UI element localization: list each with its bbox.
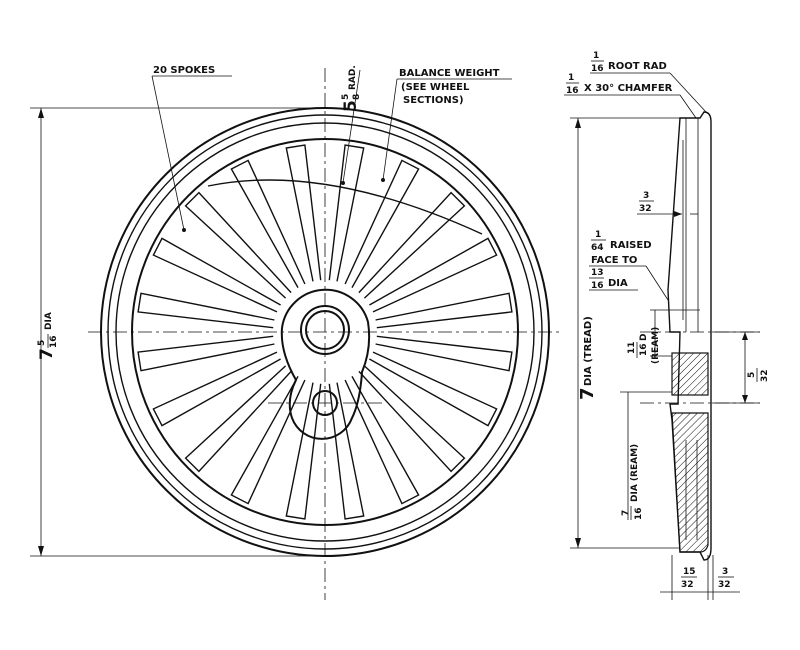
section-profile <box>667 111 712 561</box>
tread-circle <box>115 122 535 542</box>
spoke <box>152 351 281 427</box>
spokes-group <box>137 144 513 520</box>
f532-den: 32 <box>760 369 770 382</box>
f332b-den: 32 <box>718 580 731 590</box>
overall-dia-num: 5 <box>37 340 47 346</box>
flange-inner-circle <box>107 114 543 550</box>
f532-num: 5 <box>747 372 757 378</box>
spoke <box>375 335 513 372</box>
axle-bore-outer <box>300 305 350 355</box>
axle-bore-inner <box>305 310 345 350</box>
bore-den: 16 <box>639 343 649 356</box>
balance-weight-line2: (SEE WHEEL <box>401 82 470 93</box>
spoke <box>358 365 466 473</box>
rad-whole: 5 <box>341 100 361 112</box>
spoke <box>328 382 365 520</box>
f1532-den: 32 <box>681 580 694 590</box>
spoke <box>184 191 292 299</box>
spoke <box>369 237 498 313</box>
raised-num: 1 <box>595 230 601 240</box>
face-den: 16 <box>591 281 604 291</box>
rim-inner-circle <box>131 138 519 526</box>
spoke <box>152 237 281 313</box>
spoke <box>344 159 420 288</box>
crank-text: DIA (REAM) <box>630 444 640 502</box>
raised-text: RAISED <box>610 240 652 251</box>
balance-weight-outline <box>207 179 483 235</box>
f1532-num: 15 <box>683 567 696 577</box>
rad-suffix: RAD. <box>348 65 358 90</box>
spoke <box>184 365 292 473</box>
spoke <box>375 292 513 329</box>
section-view <box>640 111 760 561</box>
f332b-num: 3 <box>722 567 728 577</box>
overall-dia-whole: 7 <box>37 348 57 360</box>
f332a-num: 3 <box>643 191 649 201</box>
spoke <box>285 382 322 520</box>
spoke <box>358 191 466 299</box>
overall-dia-den: 16 <box>49 335 59 348</box>
spoke <box>230 376 306 505</box>
rad-num: 5 <box>341 94 351 100</box>
bore-ream: (REAM) <box>651 327 661 364</box>
raised-den: 64 <box>591 243 604 253</box>
crank-num: 7 <box>621 510 631 516</box>
chamfer-text: X 30° CHAMFER <box>584 83 673 94</box>
spoke <box>328 144 365 282</box>
overall-dia-suffix: DIA <box>44 312 54 330</box>
bore-num: 11 <box>627 341 637 354</box>
face-to: FACE TO <box>591 255 637 266</box>
spoke <box>369 351 498 427</box>
section-dimensions: 1 16 ROOT RAD 1 16 X 30° CHAMFER 3 32 1 … <box>564 51 770 600</box>
rad-den: 8 <box>352 94 362 100</box>
front-elevation <box>88 68 560 600</box>
root-den: 16 <box>591 64 604 74</box>
front-dimensions: 7 5 16 DIA 20 SPOKES 5 5 8 RAD. BALANCE … <box>30 65 512 557</box>
face-num: 13 <box>591 268 604 278</box>
root-text: ROOT RAD <box>608 61 667 72</box>
tread-whole: 7 <box>577 387 598 400</box>
balance-weight-line3: SECTIONS) <box>403 95 464 106</box>
chamfer-num: 1 <box>568 73 574 83</box>
spoke <box>137 292 275 329</box>
spoke <box>230 159 306 288</box>
hub-section-hatch <box>671 352 709 396</box>
tread-text: DIA (TREAD) <box>583 316 594 386</box>
spoke <box>344 376 420 505</box>
spoke <box>285 144 322 282</box>
chamfer-den: 16 <box>566 86 579 96</box>
spoke <box>137 335 275 372</box>
root-num: 1 <box>593 51 599 61</box>
crank-den: 16 <box>634 507 644 520</box>
rim-section-hatch <box>671 412 709 553</box>
f332a-den: 32 <box>639 204 652 214</box>
spokes-label: 20 SPOKES <box>153 65 215 76</box>
bore-text: D <box>639 334 649 341</box>
balance-weight-line1: BALANCE WEIGHT <box>399 68 500 79</box>
hub-boss <box>280 288 371 440</box>
face-text: DIA <box>608 278 628 289</box>
